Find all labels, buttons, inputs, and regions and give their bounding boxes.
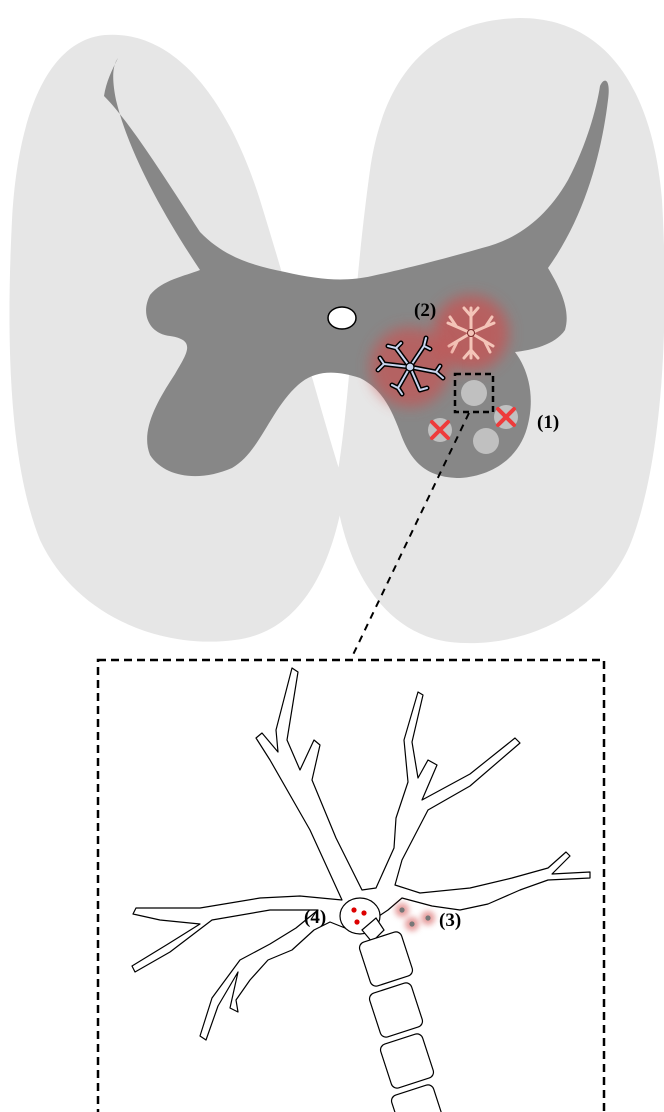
label-2: (2) <box>414 300 436 321</box>
central-canal <box>328 307 356 329</box>
motor-neuron-healthy <box>473 428 499 454</box>
motor-neuron-healthy <box>461 380 487 406</box>
reactive-microglia <box>370 327 450 407</box>
label-3: (3) <box>439 910 461 931</box>
label-4: (4) <box>304 907 326 928</box>
label-1: (1) <box>537 412 559 433</box>
